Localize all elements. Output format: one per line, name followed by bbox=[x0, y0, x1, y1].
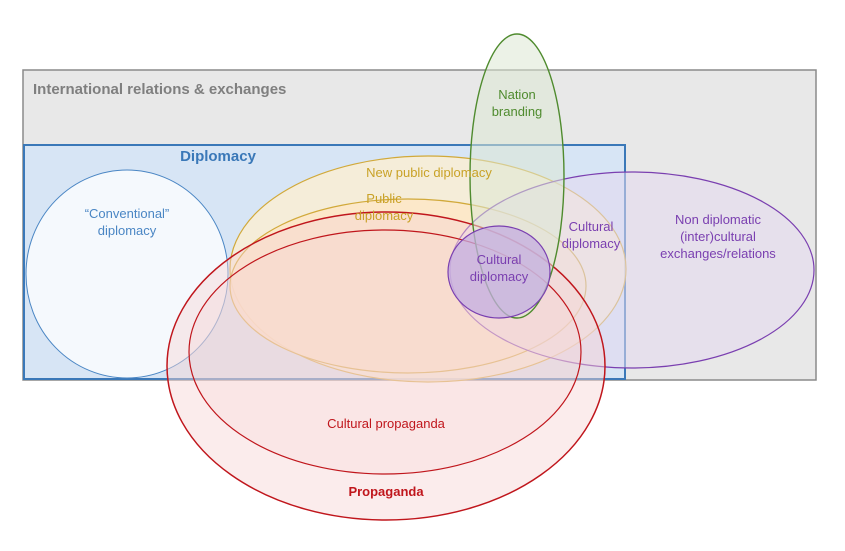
cultural-diplomacy-inner-circle bbox=[447, 225, 551, 319]
nation-branding-label-line2: branding bbox=[492, 104, 543, 119]
non-diplomatic-label-line1: Non diplomatic bbox=[675, 212, 761, 227]
diplomacy-label: Diplomacy bbox=[180, 148, 257, 165]
cultural-diplomacy-outer-label-line1: Cultural bbox=[569, 219, 614, 234]
international-relations-label: International relations & exchanges bbox=[33, 81, 286, 98]
conventional-diplomacy-label-line2: diplomacy bbox=[98, 223, 157, 238]
non-diplomatic-label-line3: exchanges/relations bbox=[660, 246, 776, 261]
new-public-diplomacy-label: New public diplomacy bbox=[366, 165, 492, 180]
nation-branding-label-line1: Nation bbox=[498, 87, 536, 102]
cultural-propaganda-label: Cultural propaganda bbox=[327, 416, 446, 431]
conventional-diplomacy-circle bbox=[25, 169, 229, 379]
public-diplomacy-label-line2: diplomacy bbox=[355, 208, 414, 223]
cultural-diplomacy-outer-label-line2: diplomacy bbox=[562, 236, 621, 251]
public-diplomacy-label-line1: Public bbox=[366, 191, 402, 206]
non-diplomatic-label-line2: (inter)cultural bbox=[680, 229, 756, 244]
cultural-diplomacy-inner-label-line1: Cultural bbox=[477, 252, 522, 267]
propaganda-label: Propaganda bbox=[348, 484, 424, 499]
conventional-diplomacy-label-line1: “Conventional” bbox=[85, 206, 170, 221]
cultural-diplomacy-inner-label-line2: diplomacy bbox=[470, 269, 529, 284]
